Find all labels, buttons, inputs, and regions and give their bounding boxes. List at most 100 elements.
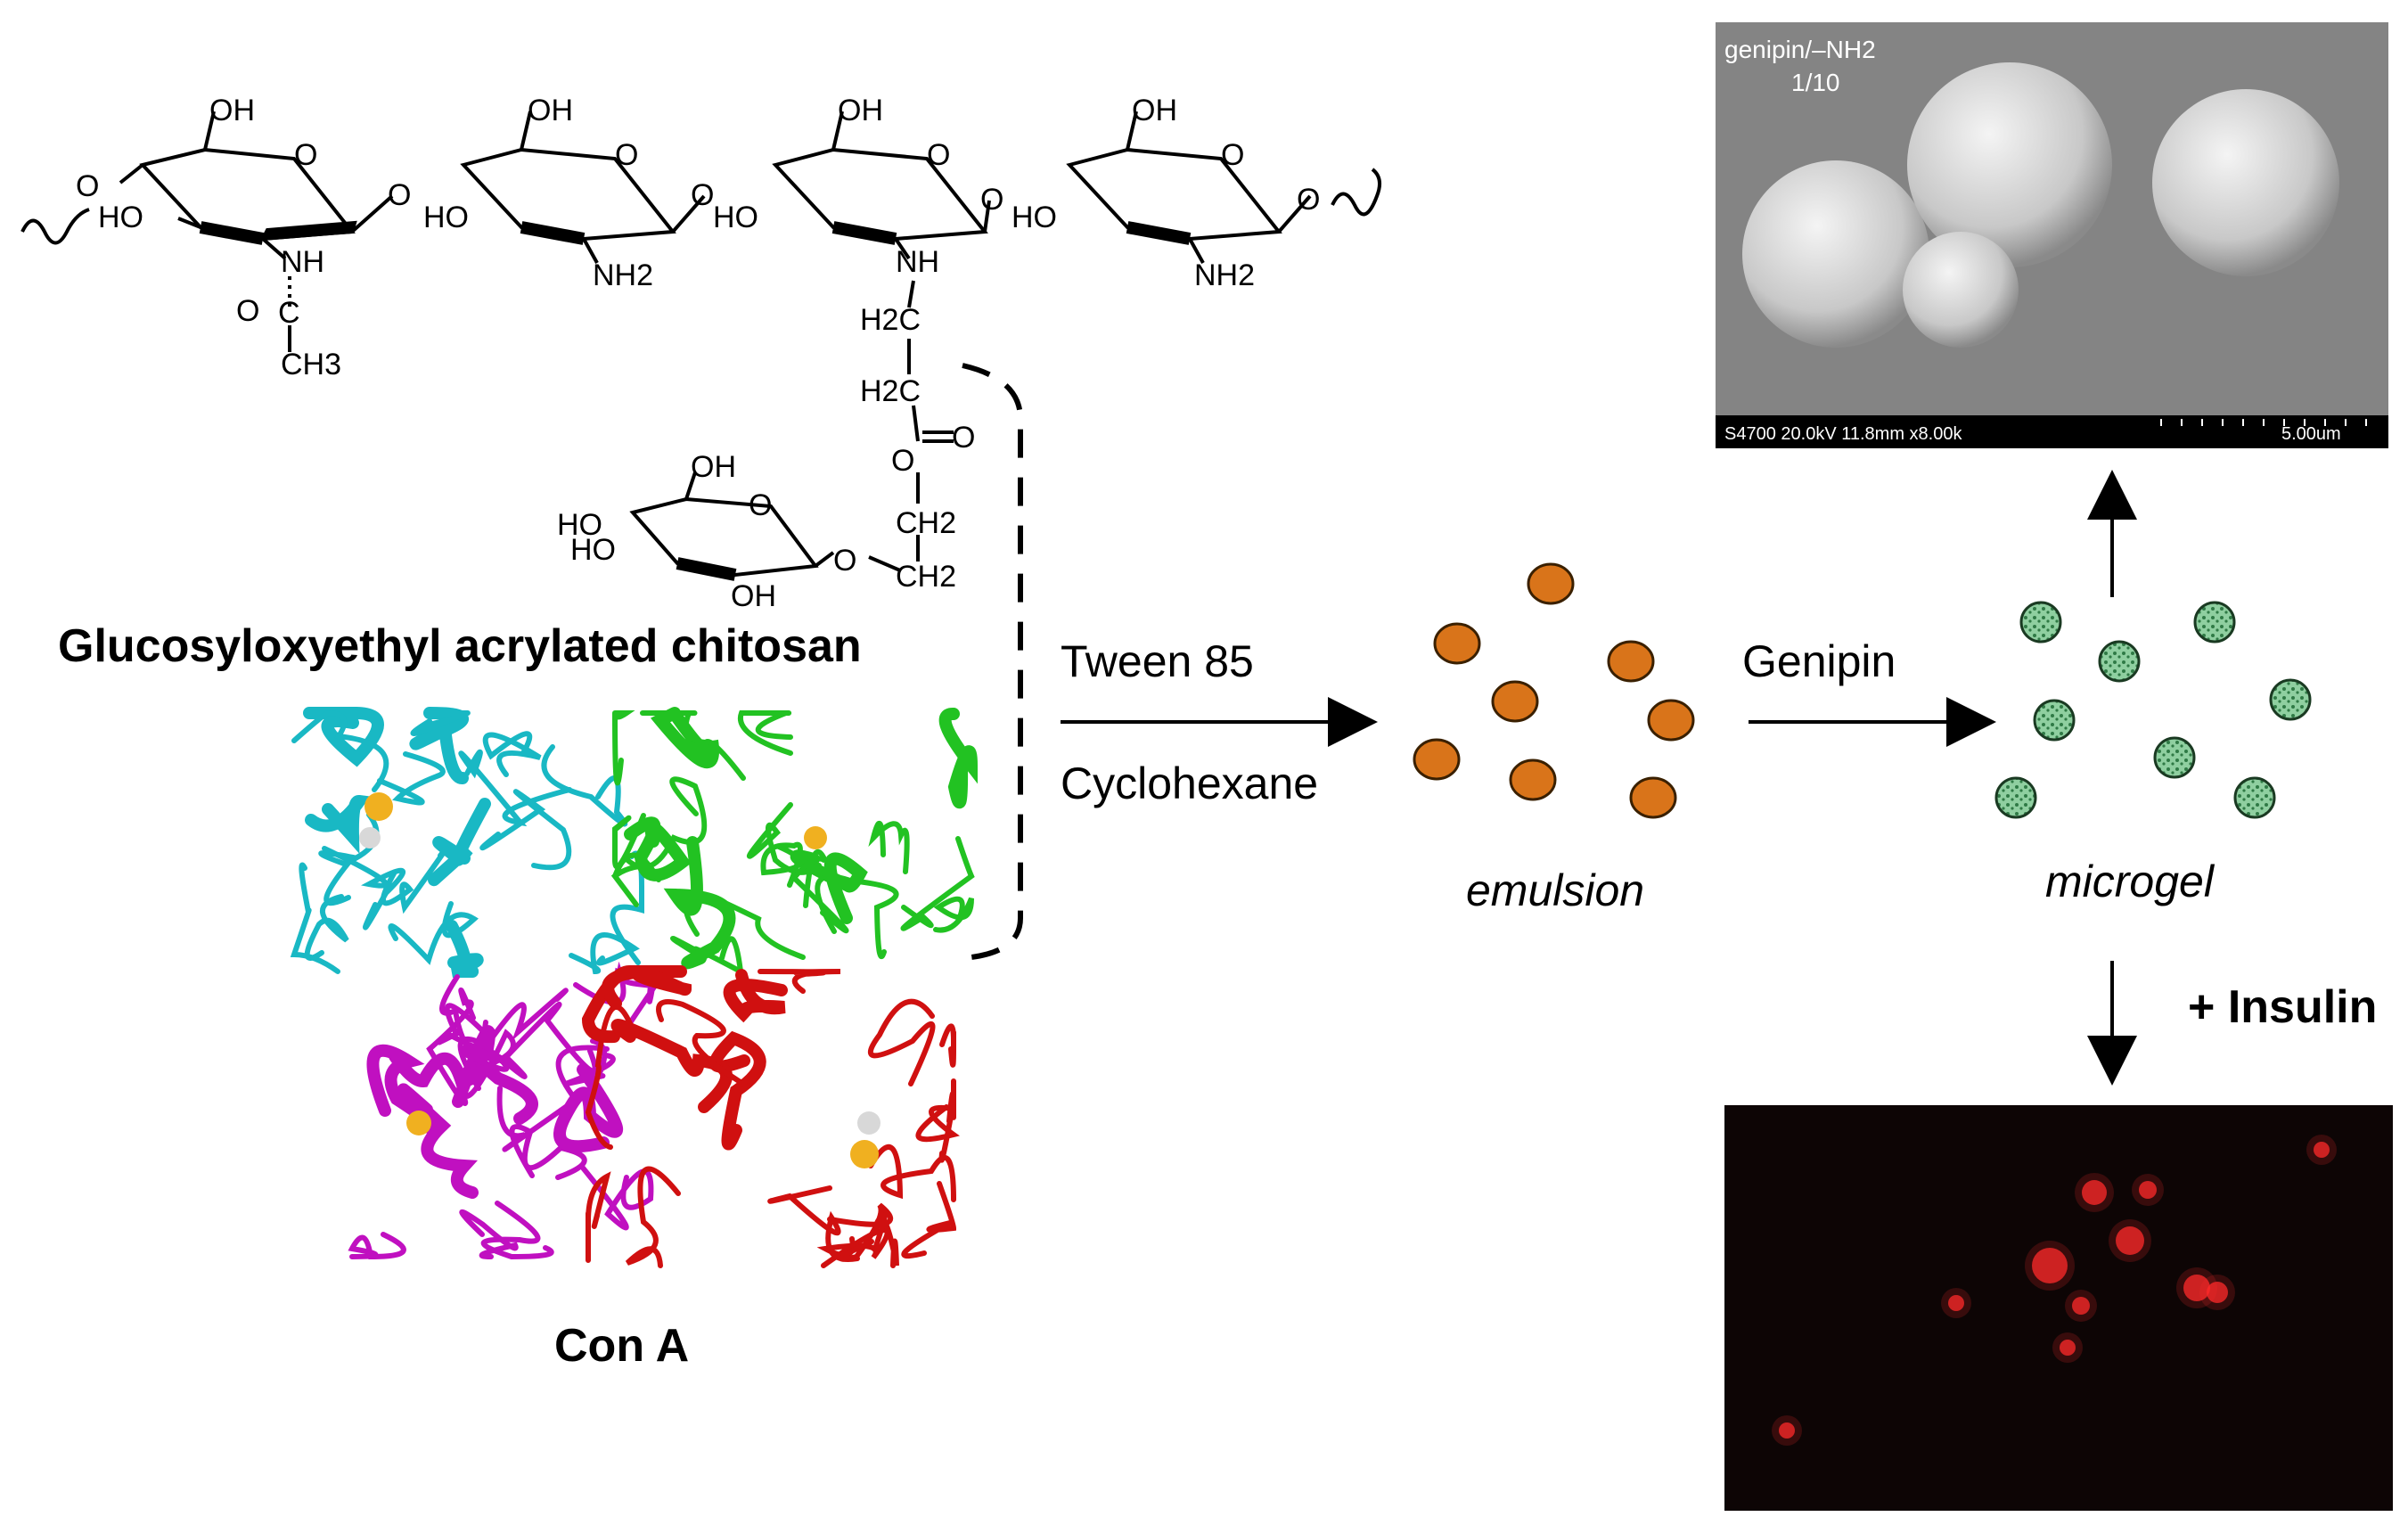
nh2-label: NH2 [593,258,653,292]
fluorescent-spot [2060,1340,2076,1356]
h2c-label: H2C [860,374,921,408]
fluorescent-spot [1779,1422,1795,1439]
ribbon-segment [815,873,899,960]
ring-o-label: O [294,138,317,172]
ring-o-label: O [1221,138,1244,172]
carbonyl-o-label: O [952,421,975,455]
fluorescent-spot [2314,1142,2330,1158]
emulsion-droplet [1629,776,1677,819]
ho-label: HO [557,508,602,542]
ribbon-segment [480,1201,554,1260]
ch3-label: CH3 [281,348,341,381]
ribbon-segment [426,988,476,1106]
emulsion-droplet [1491,680,1539,723]
ribbon-segment [428,798,491,887]
ribbon-segment [767,1185,860,1262]
metal-ion [364,792,393,821]
emulsion-droplet [1433,622,1481,665]
ribbon-segment [479,789,572,871]
ribbon-segment [377,751,446,806]
ribbon-segment [410,710,471,736]
ribbon-segment [915,1078,960,1143]
chain-red [581,965,960,1268]
ho-label: HO [423,201,469,234]
chitosan-structure [20,111,1382,581]
nh-label: NH [896,245,939,279]
sem-sphere [1907,62,2112,267]
ribbon-segment [623,776,708,870]
oh-label: OH [209,94,255,127]
emulsion-droplet [1509,758,1557,801]
ribbon-segment [938,708,979,809]
ester-o-label: O [891,444,914,478]
ribbon-segment [446,920,484,979]
ho-label: HO [570,533,616,567]
ribbon-segment [482,731,542,777]
chitosan-ring-1 [119,111,394,260]
microgel-bead [2098,640,2141,683]
fluorescent-spot [2183,1275,2210,1301]
ribbon-segment [290,862,340,974]
sem-sphere [1742,160,1929,348]
ribbon-segment [579,1164,654,1231]
glyco-o-label: O [1297,183,1320,217]
ribbon-segment [760,841,803,888]
ribbon-segment [348,1232,406,1260]
ribbon-segment [656,998,749,1088]
oh-label: OH [838,94,883,127]
metal-ion [850,1140,879,1168]
ribbon-segment [585,1171,611,1263]
sem-info-text: S4700 20.0kV 11.8mm x8.00k [1724,424,1962,444]
h2c-label: H2C [860,303,921,337]
ring-o-label: O [749,488,772,522]
nh-label: NH [281,245,324,279]
glyco-o-label: O [691,178,714,212]
ether-o-label: O [833,544,856,578]
glyco-o-label: O [980,183,1003,217]
o-label: O [76,169,99,203]
oh-label: OH [691,450,736,484]
ch2-label: CH2 [896,506,956,540]
ribbon-segment [790,848,849,934]
acetyl-o-label: O [236,294,259,328]
microgel-label: microgel [2045,857,2214,906]
ribbon-segment [737,709,793,756]
fluorescence-image [1724,1105,2393,1511]
oh-label: OH [731,579,776,613]
ribbon-segment [397,1083,479,1199]
ribbon-segment [663,836,736,970]
ribbon-segment [625,1166,681,1268]
ribbon-segment [305,795,371,855]
sem-sphere [1903,232,2019,348]
metal-ion [406,1111,431,1135]
binding-bracket [962,363,1023,961]
oh-label: OH [528,94,573,127]
microgel-bead [2193,601,2236,644]
reagent-genipin: Genipin [1742,636,1896,686]
ribbon-segment [291,709,389,792]
ribbon-segment [569,931,640,975]
ribbon-segment [610,852,661,907]
sem-scale-label: 5.00um [2281,424,2341,444]
ribbon-segment [439,974,510,1072]
acetyl-c-label: C [278,296,300,330]
microgel-bead [2033,699,2076,742]
metal-ion [359,827,381,848]
ribbon-segment [553,1063,624,1153]
ribbon-segment [746,802,822,875]
ho-label: HO [98,201,143,234]
nh2-label: NH2 [1194,258,1255,292]
ring-o-label: O [615,138,638,172]
ribbon-segment [509,1124,587,1180]
microgel-bead [2233,776,2276,819]
chitosan-ring-2 [460,111,706,264]
con-a-protein [290,707,979,1268]
ribbon-segment [437,1003,518,1070]
ribbon-segment [610,1019,733,1113]
chitosan-title: Glucosyloxyethyl acrylated chitosan [58,620,862,672]
ribbon-segment [381,846,449,914]
fluorescent-spot [2082,1180,2107,1205]
fluorescent-spot [2139,1181,2157,1199]
fluorescent-spot [2207,1282,2228,1303]
microgel-bead [2269,678,2312,721]
